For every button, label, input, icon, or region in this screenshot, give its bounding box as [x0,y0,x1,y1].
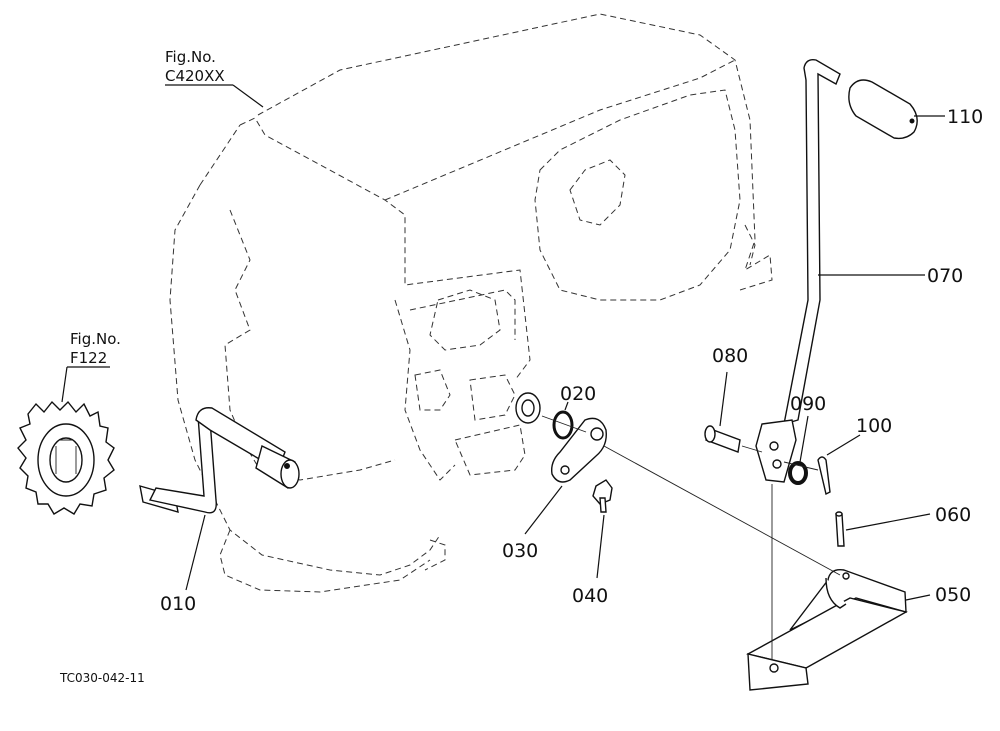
figure-ref-title: Fig.No. [70,330,121,348]
cotter-pin-100 [817,456,831,496]
spring-pin-060 [835,511,845,547]
o-ring-020 [515,392,574,440]
part-label-040: 040 [572,585,608,607]
lever-knob-110 [848,79,918,140]
part-label-060: 060 [935,504,971,526]
transmission-housing-outline [169,13,773,593]
pin-080 [704,425,741,453]
figure-ref-c420xx: Fig.No. C420XX [165,48,225,85]
bolt-040 [592,479,613,513]
part-label-080: 080 [712,345,748,367]
part-labels: 110 070 080 090 100 020 030 040 060 050 … [160,106,983,615]
drawing-code: TC030-042-11 [59,671,145,685]
figure-ref-number: F122 [70,349,107,367]
figure-ref-f122: Fig.No. F122 [70,330,121,367]
part-label-030: 030 [502,540,538,562]
figure-ref-title: Fig.No. [165,48,216,66]
gear-icon [17,400,115,515]
part-label-110: 110 [947,106,983,128]
part-label-050: 050 [935,584,971,606]
shift-shaft-010 [139,407,300,514]
part-label-010: 010 [160,593,196,615]
figure-ref-number: C420XX [165,67,225,85]
leader-lines [61,84,945,601]
washer-090 [788,461,808,485]
part-label-090: 090 [790,393,826,415]
bracket-050 [746,569,908,691]
plate-030 [550,417,607,483]
part-label-020: 020 [560,383,596,405]
part-label-100: 100 [856,415,892,437]
assembly-lines [541,415,841,660]
part-label-070: 070 [927,265,963,287]
shift-lever-070 [755,58,841,483]
